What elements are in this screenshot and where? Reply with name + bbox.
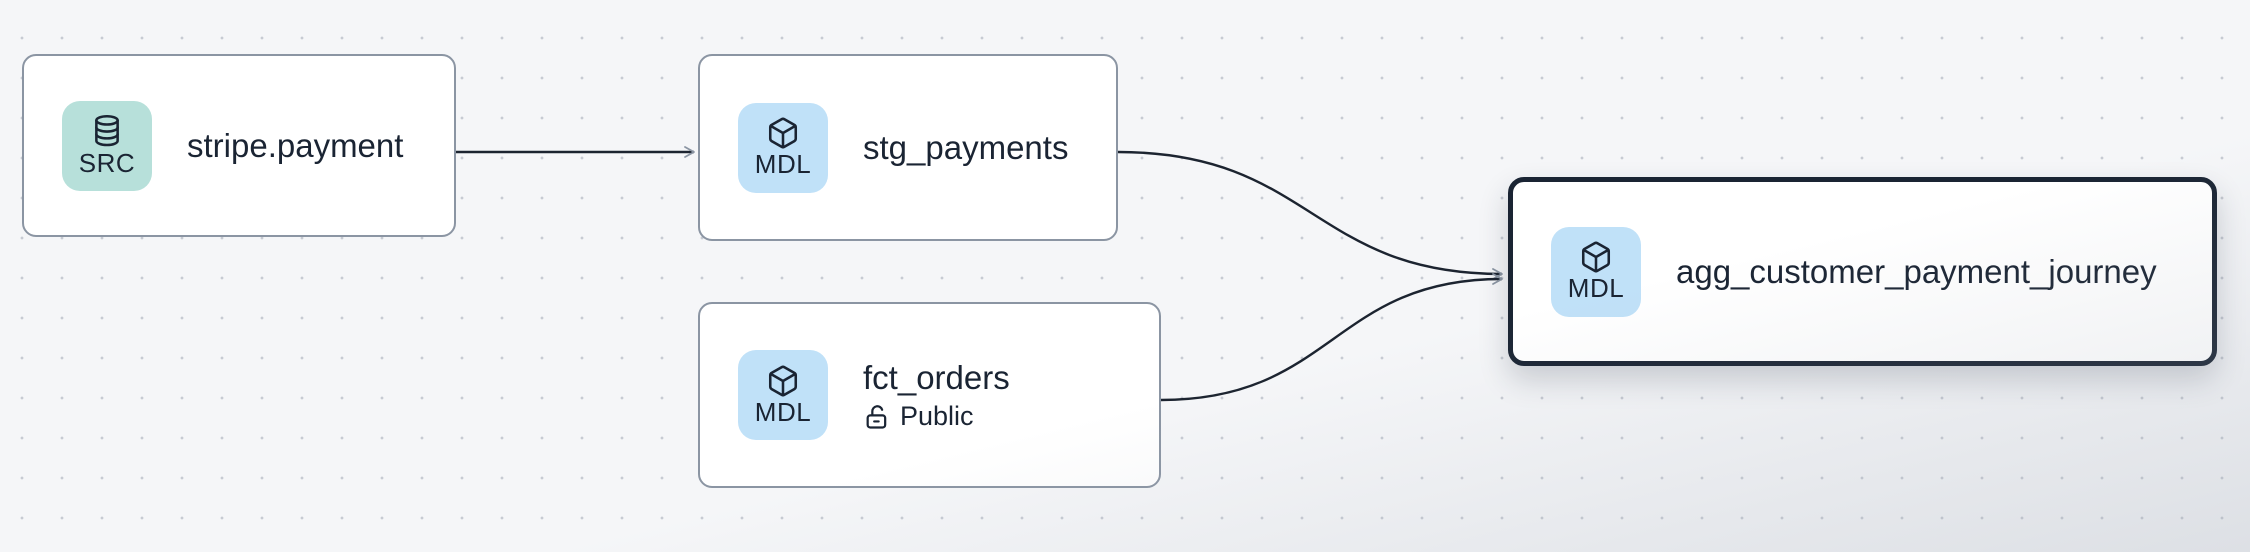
edge-fct-orders-to-agg-customer-payment-journey xyxy=(1160,273,1503,402)
lock-open-icon xyxy=(866,405,887,429)
edge-stg-payments-to-agg-customer-payment-journey xyxy=(1117,150,1503,280)
node-label: agg_customer_payment_journey xyxy=(1676,252,2157,290)
node-stripe-payment[interactable]: SRC stripe.payment xyxy=(22,54,456,237)
resource-type-label: MDL xyxy=(1567,273,1625,304)
node-label: stg_payments xyxy=(863,128,1069,166)
model-type-badge: MDL xyxy=(738,102,828,193)
model-type-badge: MDL xyxy=(738,350,828,440)
cube-icon xyxy=(768,365,798,397)
node-label: stripe.payment xyxy=(187,126,404,164)
cube-icon xyxy=(768,117,798,149)
source-type-badge: SRC xyxy=(62,100,152,191)
node-label: fct_orders xyxy=(863,359,1010,397)
database-icon xyxy=(95,115,119,147)
node-agg-customer-payment-journey[interactable]: MDL agg_customer_payment_journey xyxy=(1508,177,2217,366)
resource-type-label: MDL xyxy=(754,396,812,427)
resource-type-label: SRC xyxy=(78,148,136,179)
resource-type-label: MDL xyxy=(754,149,812,180)
model-type-badge: MDL xyxy=(1551,226,1641,317)
node-fct-orders[interactable]: MDL fct_orders Public xyxy=(698,302,1161,488)
cube-icon xyxy=(1581,241,1611,273)
access-label: Public xyxy=(900,401,974,432)
node-stg-payments[interactable]: MDL stg_payments xyxy=(698,54,1118,241)
access-row: Public xyxy=(863,403,1010,431)
